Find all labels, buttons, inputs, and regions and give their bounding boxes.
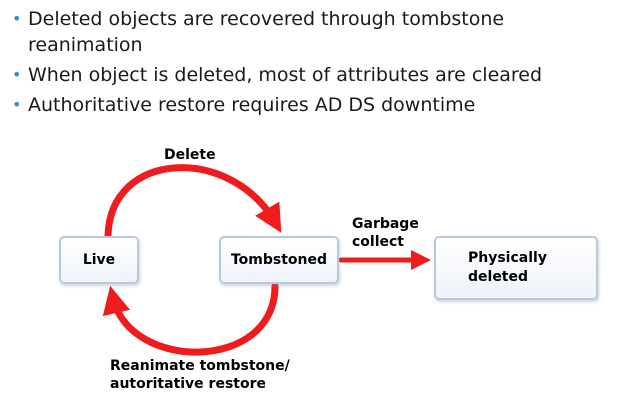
- bullet-text: Authoritative restore requires AD DS dow…: [28, 94, 476, 116]
- bullet-dot-icon: •: [12, 65, 22, 84]
- delete-arrow: [104, 164, 282, 240]
- bullet-dot-icon: •: [12, 95, 22, 114]
- bullet-text: Deleted objects are recovered through to…: [28, 8, 505, 56]
- bullet-list: • Deleted objects are recovered through …: [8, 6, 608, 122]
- bullet-item: • Authoritative restore requires AD DS d…: [8, 92, 608, 118]
- edge-label-delete: Delete: [164, 147, 216, 163]
- bullet-item: • When object is deleted, most of attrib…: [8, 62, 608, 88]
- node-label: Physically deleted: [468, 250, 547, 285]
- bullet-item: • Deleted objects are recovered through …: [8, 6, 608, 58]
- node-label: Tombstoned: [230, 252, 328, 268]
- bullet-dot-icon: •: [12, 9, 22, 28]
- edge-label-reanimate: Reanimate tombstone/ autoritative restor…: [110, 358, 290, 392]
- node-label: Live: [82, 252, 116, 268]
- node-physically-deleted: Physically deleted: [434, 236, 598, 300]
- bullet-text: When object is deleted, most of attribut…: [28, 64, 543, 86]
- node-tombstoned: Tombstoned: [219, 236, 339, 284]
- reanimate-arrow: [102, 282, 279, 356]
- node-live: Live: [59, 236, 139, 284]
- edge-label-garbage-collect: Garbage collect: [352, 216, 419, 250]
